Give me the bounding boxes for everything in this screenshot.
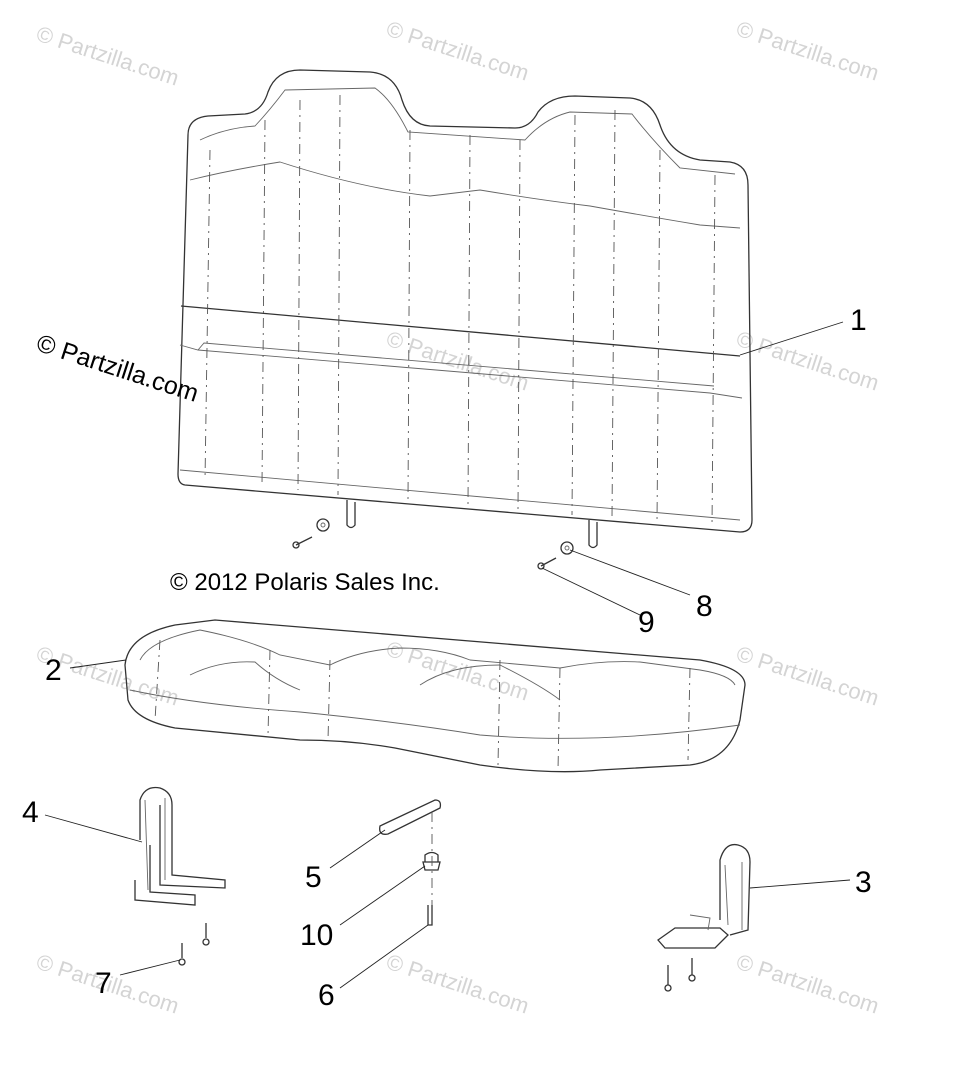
callout-8: 8 [696, 590, 713, 623]
watermark: © Partzilla.com [33, 21, 182, 91]
hardware-washers-bolts [292, 518, 574, 570]
callouts: 1 2 3 4 5 10 6 7 8 9 [22, 304, 872, 1012]
bracket-part-4 [134, 786, 226, 906]
callout-7: 7 [95, 967, 112, 1000]
seat-back-part-1 [177, 69, 753, 549]
seat-base-part-2 [124, 619, 746, 773]
watermark: © Partzilla.com [383, 326, 532, 396]
watermarks: © Partzilla.com © Partzilla.com © Partzi… [33, 16, 882, 1019]
watermark: © Partzilla.com [383, 16, 532, 86]
watermark: © Partzilla.com [733, 16, 882, 86]
leader-lines [44, 321, 851, 989]
callout-2: 2 [45, 654, 62, 687]
callout-6: 6 [318, 979, 335, 1012]
watermark: © Partzilla.com [733, 641, 882, 711]
callout-4: 4 [22, 796, 39, 829]
watermark: © Partzilla.com [733, 949, 882, 1019]
callout-5: 5 [305, 861, 322, 894]
callout-1: 1 [850, 304, 867, 337]
fasteners [178, 799, 696, 992]
featured-watermark: © Partzilla.com [33, 329, 202, 408]
callout-9: 9 [638, 606, 655, 639]
bracket-part-3 [657, 843, 751, 949]
callout-10: 10 [300, 919, 333, 952]
watermark: © Partzilla.com [383, 949, 532, 1019]
callout-3: 3 [855, 866, 872, 899]
watermark: © Partzilla.com [383, 636, 532, 706]
copyright-notice: © 2012 Polaris Sales Inc. [170, 569, 440, 596]
